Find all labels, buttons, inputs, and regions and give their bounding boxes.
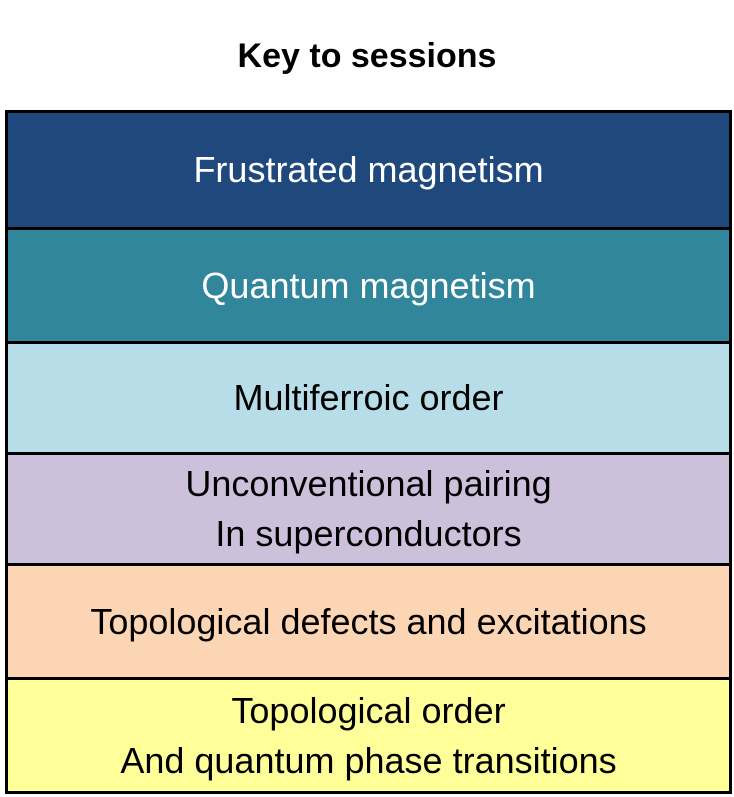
key-title: Key to sessions [237, 37, 497, 75]
session-label-line-2: In superconductors [215, 513, 522, 554]
session-key-table: Frustrated magnetism Quantum magnetism M… [5, 110, 732, 794]
session-label: Quantum magnetism [201, 264, 536, 306]
session-row-frustrated-magnetism: Frustrated magnetism [8, 113, 729, 227]
session-label: Frustrated magnetism [193, 149, 544, 190]
session-row-topological-defects: Topological defects and excitations [8, 563, 729, 677]
session-label-line-1: Topological order [231, 689, 506, 731]
session-row-quantum-magnetism: Quantum magnetism [8, 227, 729, 341]
session-row-multiferroic-order: Multiferroic order [8, 341, 729, 452]
session-label: Multiferroic order [233, 377, 504, 418]
session-label: Topological defects and excitations [90, 600, 647, 642]
session-label-line-1: Unconventional pairing [185, 463, 552, 504]
session-row-unconventional-pairing: Unconventional pairing In superconductor… [8, 452, 729, 563]
session-label-line-2: And quantum phase transitions [120, 739, 617, 781]
session-row-topological-order: Topological order And quantum phase tran… [8, 677, 729, 791]
